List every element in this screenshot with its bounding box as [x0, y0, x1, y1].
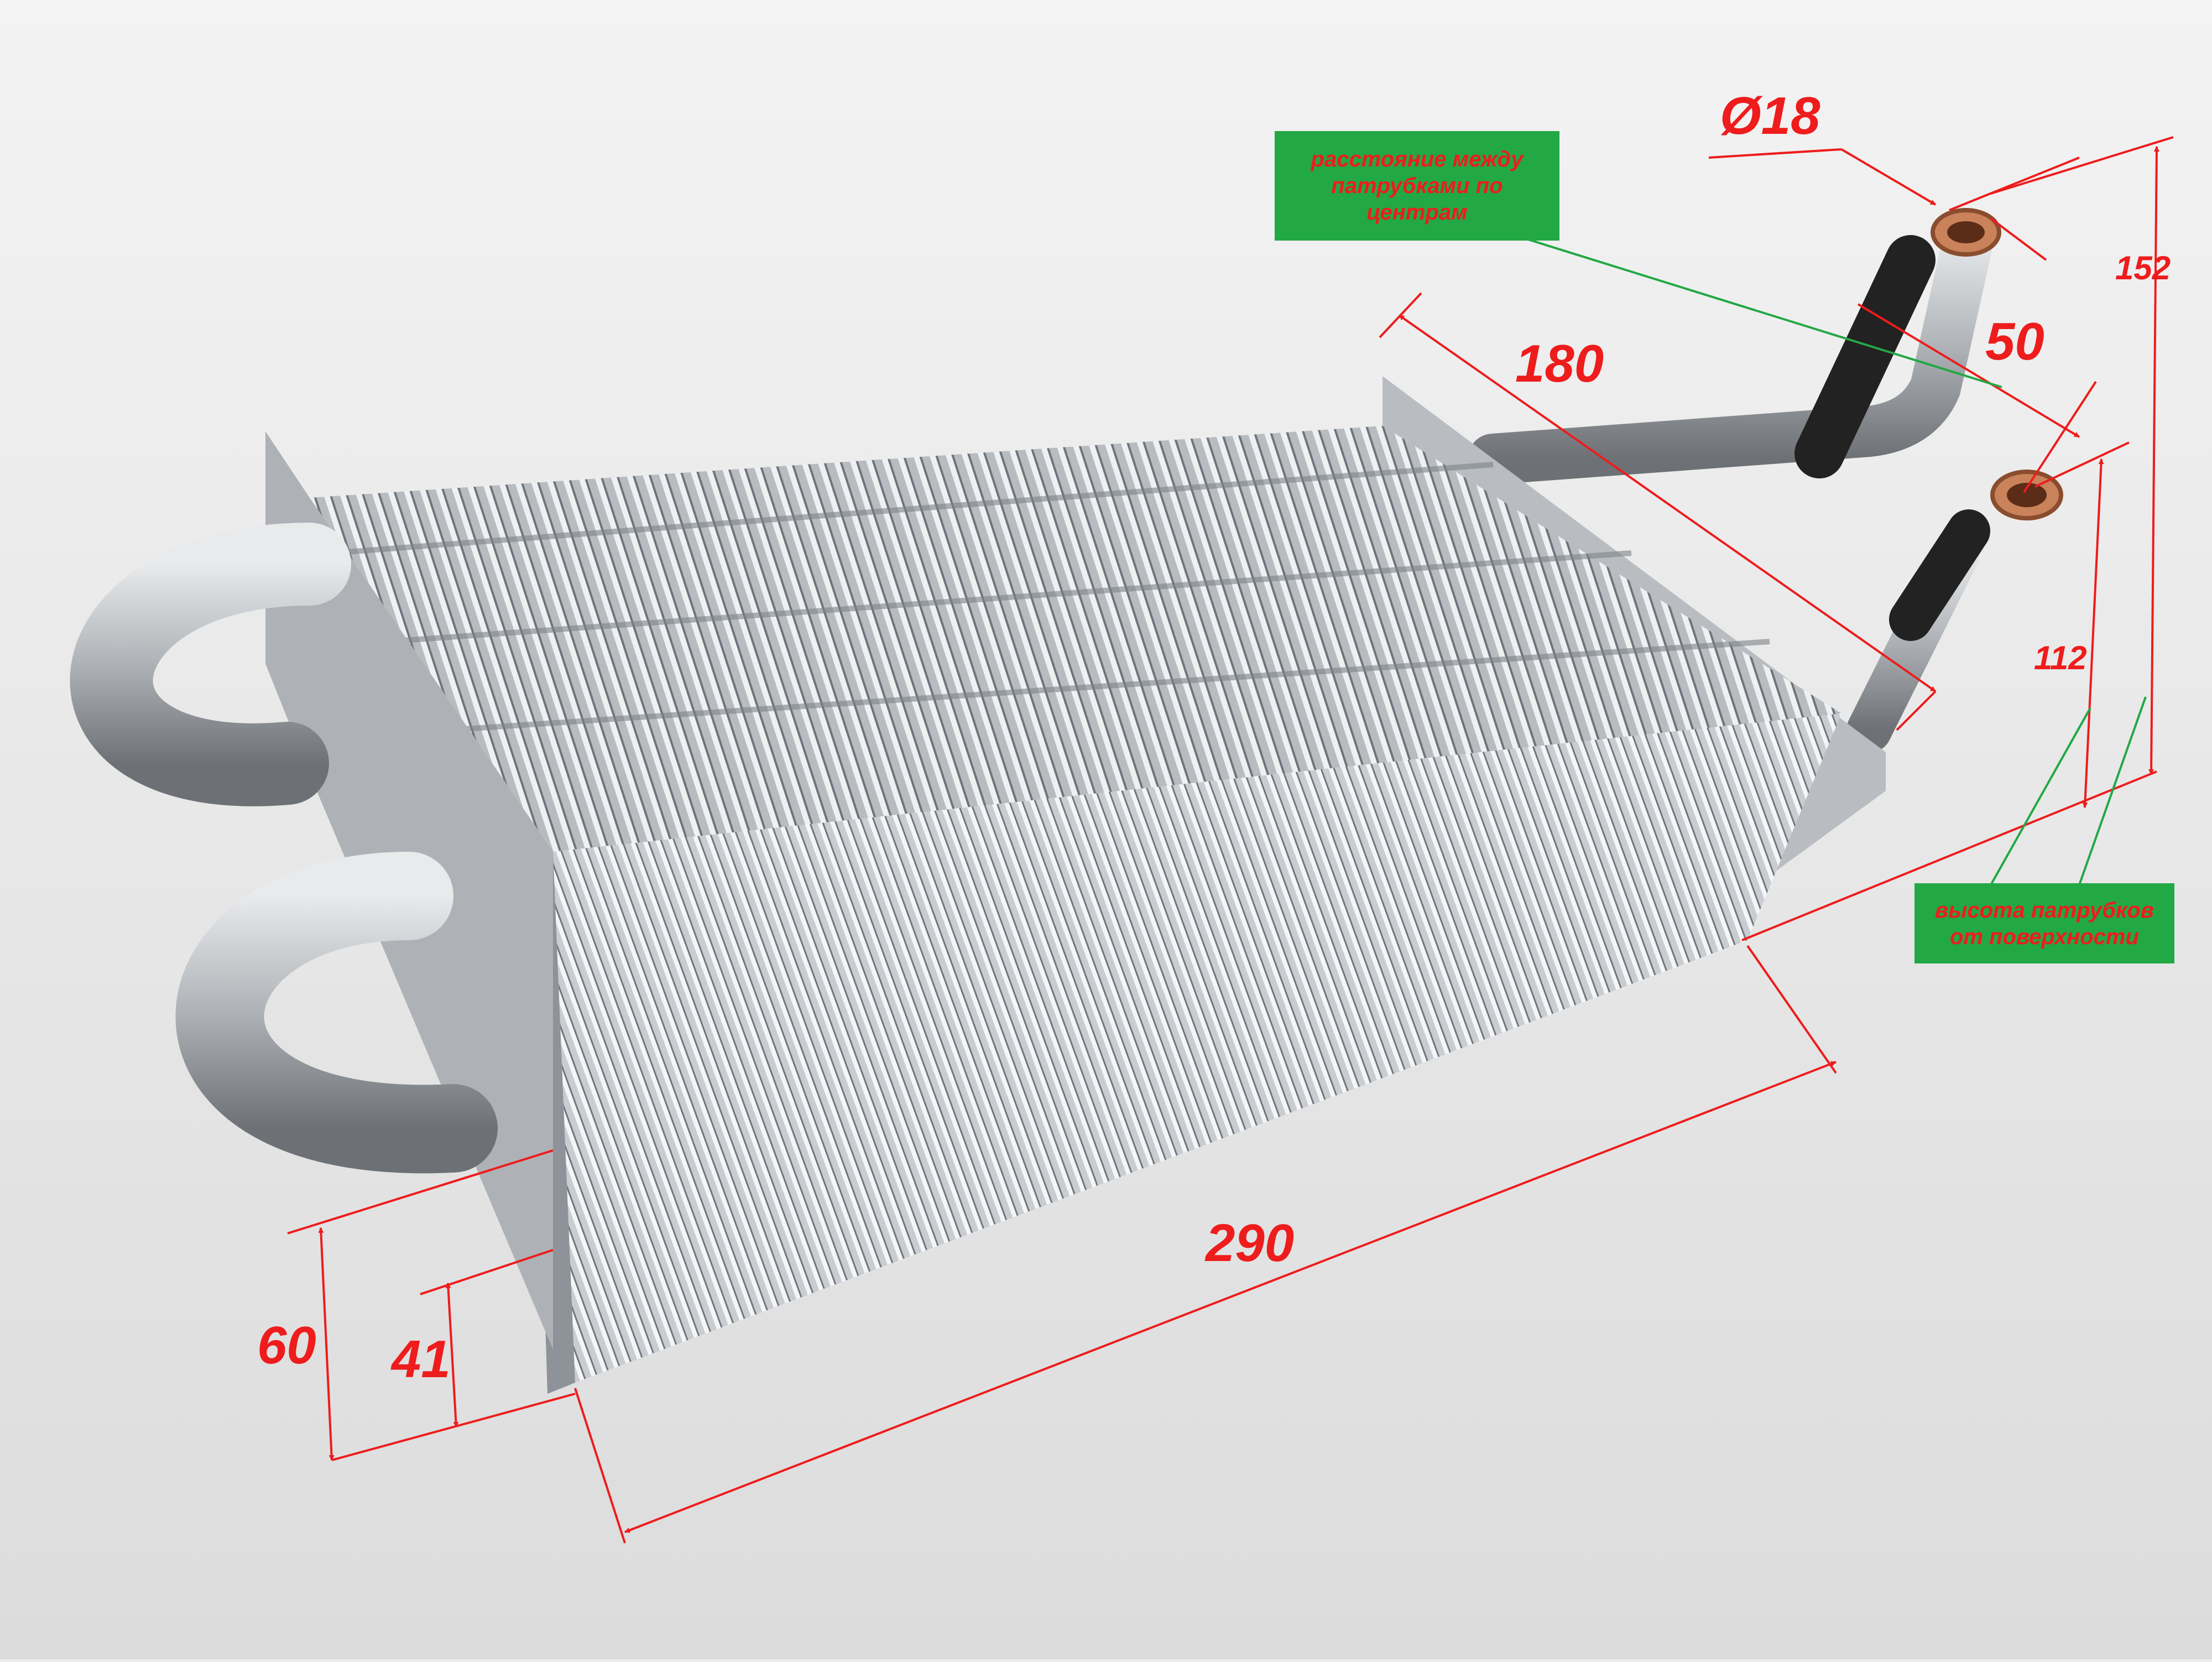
- body-height-dimension: [445, 1283, 459, 1427]
- total-height-dimension: [318, 1227, 335, 1461]
- body-height-ext-top: [420, 1249, 554, 1295]
- width-label: 180: [1515, 334, 1604, 393]
- spacing-label: 50: [1985, 312, 2044, 371]
- height-outer-ext-top: [1990, 136, 2174, 195]
- centers-note-line-1: расстояние между: [1311, 147, 1524, 171]
- front-copper-hole: [2007, 483, 2047, 507]
- centers-note-leader: [1526, 238, 2002, 388]
- height-outer-dimension: [2148, 146, 2159, 775]
- length-ext-end: [1746, 945, 1837, 1074]
- height-inner-ext-top: [2034, 441, 2130, 488]
- length-ext-start: [574, 1388, 626, 1544]
- length-dimension: [624, 1061, 1837, 1533]
- total-height-ext-top: [287, 1149, 554, 1234]
- centers-note-line-2: патрубками по: [1331, 174, 1503, 198]
- lower-u-bend: [175, 852, 498, 1174]
- height-outer-label: 152: [2115, 249, 2171, 286]
- spacing-dimension: [1857, 303, 2080, 438]
- spacing-ext-top: [1949, 157, 2080, 211]
- height-note-leader-b: [2078, 696, 2147, 885]
- length-label: 290: [1204, 1213, 1294, 1273]
- baseline-right: [1741, 770, 2157, 941]
- height-note-leader-a: [1990, 707, 2091, 885]
- total-height-label: 60: [257, 1316, 316, 1375]
- height-inner-label: 112: [2034, 639, 2087, 676]
- note-leaders: [1526, 238, 2147, 885]
- dimension-labels: Ø18 180 50 152 112 290 60 41: [257, 86, 2171, 1389]
- spacing-ext: [2023, 381, 2097, 493]
- upper-u-bend: [70, 523, 351, 806]
- diameter-leader: [1708, 148, 1842, 159]
- body-height-label: 41: [390, 1330, 451, 1389]
- rear-copper-hole: [1947, 221, 1985, 243]
- dimension-lines: [287, 136, 2174, 1544]
- width-ext-end: [1896, 690, 1937, 731]
- diameter-arrow: [1840, 148, 1937, 206]
- diameter-tick: [1990, 217, 2047, 261]
- pipe-height-note: высота патрубков от поверхности: [1914, 883, 2174, 963]
- width-dimension: [1398, 314, 1937, 692]
- centers-note-line-3: центрам: [1366, 200, 1468, 225]
- diameter-label: Ø18: [1720, 86, 1820, 145]
- height-inner-dimension: [2082, 459, 2104, 808]
- pipe-height-note-line-1: высота патрубков: [1935, 898, 2154, 923]
- pipe-height-note-line-2: от поверхности: [1950, 924, 2139, 949]
- centers-note: расстояние между патрубками по центрам: [1275, 131, 1559, 241]
